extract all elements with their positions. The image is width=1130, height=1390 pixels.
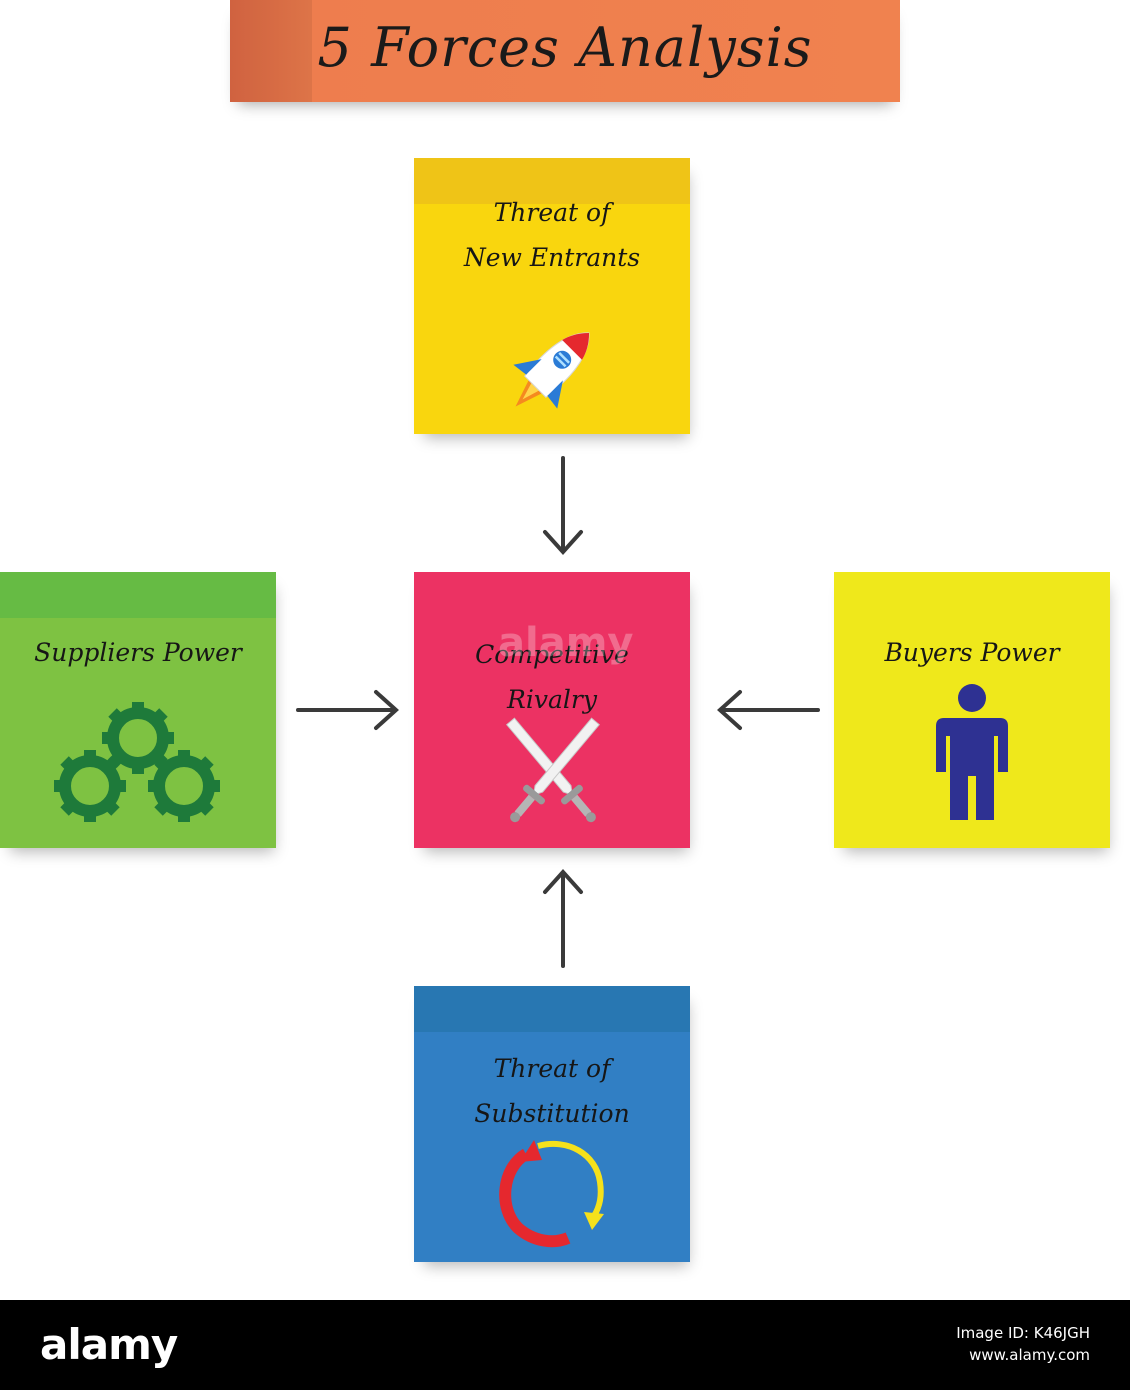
- diagram-title: 5 Forces Analysis: [317, 16, 813, 79]
- note-label-substitution: Threat of Substitution: [474, 1054, 630, 1128]
- note-band: [414, 986, 690, 1032]
- footer-bar: alamy Image ID: K46JGH www.alamy.com: [0, 1300, 1130, 1390]
- title-note: 5 Forces Analysis: [230, 0, 900, 102]
- footer-image-id: Image ID: K46JGH: [956, 1324, 1090, 1342]
- note-band: [0, 572, 276, 618]
- watermark: alamy: [498, 620, 634, 666]
- crossed-swords-icon: [506, 717, 600, 823]
- note-label-suppliers: Suppliers Power: [34, 638, 242, 667]
- note-suppliers: Suppliers Power: [0, 572, 276, 848]
- arrow-bottom-to-center: [543, 869, 583, 968]
- arrow-left-to-center: [296, 690, 399, 730]
- title-note-fold: [230, 0, 312, 102]
- footer-logo: alamy: [40, 1320, 178, 1369]
- note-band: [414, 158, 690, 204]
- note-label-new-entrants: Threat of New Entrants: [463, 198, 641, 272]
- footer-site: www.alamy.com: [969, 1346, 1090, 1364]
- note-buyers: Buyers Power: [834, 572, 1110, 848]
- arrow-right-to-center: [717, 690, 820, 730]
- note-rivalry: Competitive Rivalry alamy: [414, 572, 690, 848]
- cycle-arrows-icon: [499, 1140, 604, 1248]
- note-label-rivalry: Competitive Rivalry: [475, 640, 629, 714]
- note-label-buyers: Buyers Power: [884, 638, 1060, 667]
- person-icon: [936, 684, 1008, 820]
- note-new-entrants: Threat of New Entrants: [414, 158, 690, 434]
- rocket-icon: [513, 332, 590, 409]
- note-substitution: Threat of Substitution: [414, 986, 690, 1262]
- arrow-top-to-center: [543, 456, 583, 555]
- footer-image-info: Image ID: K46JGH www.alamy.com: [956, 1322, 1090, 1366]
- gears-icon: [50, 698, 226, 824]
